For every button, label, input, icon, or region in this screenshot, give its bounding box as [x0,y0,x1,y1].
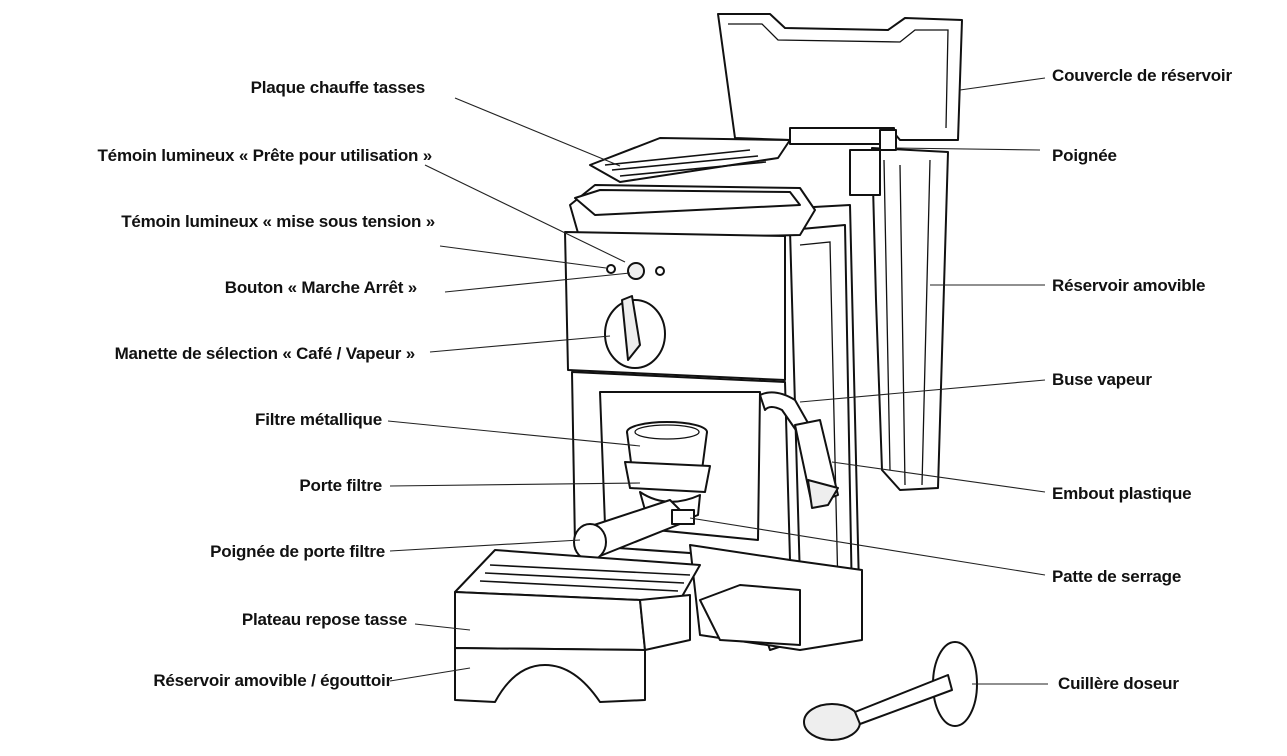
leader-poignee-porte-filtre [389,539,581,552]
label-couvercle-reservoir: Couvercle de réservoir [1052,66,1232,85]
removable-water-tank [849,147,949,491]
leader-buse [799,379,1046,403]
label-reservoir-egouttoir: Réservoir amovible / égouttoir [153,671,392,690]
leader-temoin-tension [439,245,607,269]
leader-patte [689,517,1046,576]
label-porte-filtre: Porte filtre [299,476,382,495]
label-plateau-repose-tasse: Plateau repose tasse [241,610,407,629]
leader-manette [429,335,611,353]
cup-warmer-plate [589,137,791,183]
tank-lid [717,13,963,141]
machine-base [689,544,863,651]
label-temoin-tension: Témoin lumineux « mise sous tension » [121,212,435,231]
label-cuillere-doseur: Cuillère doseur [1058,674,1179,693]
label-patte-serrage: Patte de serrage [1052,567,1182,586]
leader-egouttoir [389,667,471,682]
label-manette-selection: Manette de sélection « Café / Vapeur » [114,344,416,363]
label-reservoir-amovible: Réservoir amovible [1052,276,1206,295]
label-poignee: Poignée [1052,146,1117,165]
power-button [627,262,645,280]
leader-plaque [454,97,621,167]
machine-head [564,184,816,381]
leader-plateau [414,623,471,631]
leader-lines [387,77,1048,685]
steam-nozzle [759,391,839,509]
leader-poignee [894,147,1041,151]
label-filtre-metallique: Filtre métallique [255,410,382,429]
portafilter-assembly [573,421,711,561]
label-embout-plastique: Embout plastique [1052,484,1192,503]
leader-embout [831,461,1046,493]
tank-handle [789,127,897,151]
drip-tray [454,549,701,703]
leader-filtre [387,420,641,447]
label-bouton-marche: Bouton « Marche Arrêt » [224,278,417,297]
label-buse-vapeur: Buse vapeur [1052,370,1152,389]
leader-porte-filtre [389,482,641,487]
leader-couvercle [959,77,1046,91]
label-plaque-chauffe-tasses: Plaque chauffe tasses [250,78,426,97]
ready-light [606,264,616,274]
power-light [655,266,665,276]
label-temoin-prete: Témoin lumineux « Prête pour utilisation… [97,146,433,165]
leader-bouton [444,272,631,293]
leader-temoin-prete [424,164,626,263]
label-poignee-porte-filtre: Poignée de porte filtre [210,542,385,561]
measuring-spoon [803,641,978,741]
